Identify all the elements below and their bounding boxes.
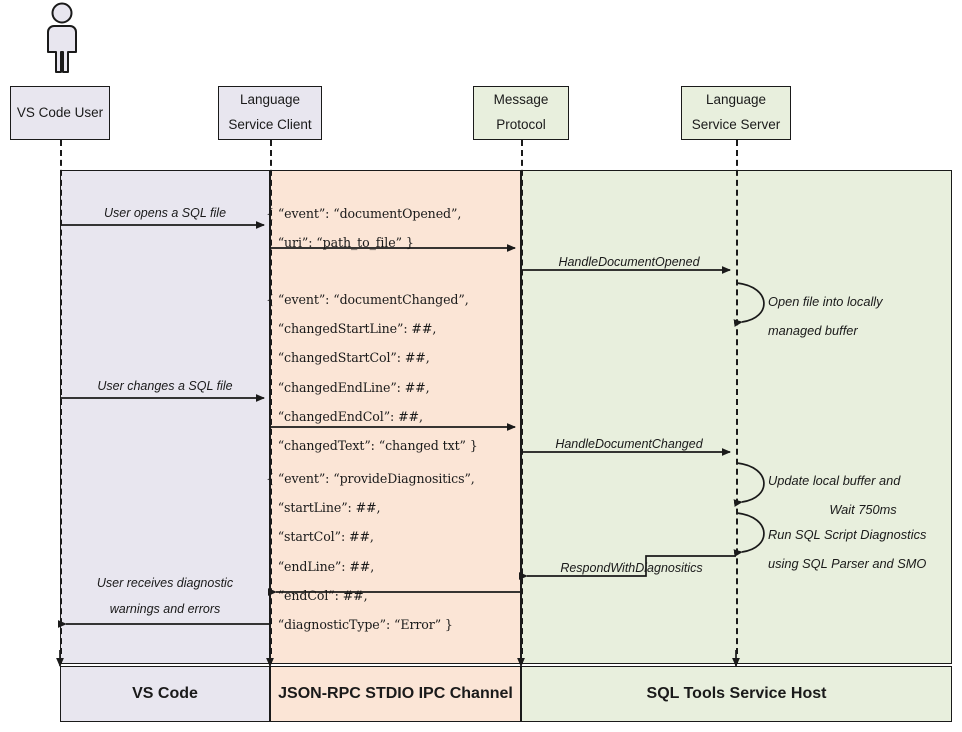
person-icon xyxy=(47,2,77,73)
lifeline-vs-code-user xyxy=(60,140,62,664)
note-update-buffer: Update local buffer and Wait 750ms xyxy=(768,467,958,525)
participant-label-line1: VS Code User xyxy=(16,104,104,120)
lifeline-language-service-server xyxy=(736,140,738,664)
participant-label-line1: Language xyxy=(239,92,301,108)
self-loop-open-file xyxy=(733,282,765,327)
lifeline-language-service-client xyxy=(270,140,272,664)
label-handle-document-changed: HandleDocumentChanged xyxy=(555,437,703,451)
participant-language-service-server: Language Service Server xyxy=(681,86,791,140)
participant-language-service-client: Language Service Client xyxy=(218,86,322,140)
note-open-file: Open file into locally managed buffer xyxy=(768,288,958,346)
label-line2: warnings and errors xyxy=(109,602,221,617)
json-document-opened: { “event”: “documentOpened”, “uri”: “pat… xyxy=(266,206,462,251)
participant-label-line1: Language xyxy=(705,92,767,108)
note-line1: Update local buffer and xyxy=(768,473,901,488)
note-line2: managed buffer xyxy=(768,322,858,338)
band-vs-code xyxy=(60,170,270,664)
note-line1: Open file into locally xyxy=(768,294,883,309)
footer-service-host: SQL Tools Service Host xyxy=(521,666,952,722)
participant-vs-code-user: VS Code User xyxy=(10,86,110,140)
label-respond-with-diagnostics: RespondWithDiagnositics xyxy=(560,561,703,575)
label-user-opens-sql-file: User opens a SQL file xyxy=(62,200,268,226)
participant-message-protocol: Message Protocol xyxy=(473,86,569,140)
label-handle-document-opened: HandleDocumentOpened xyxy=(558,255,700,269)
participant-label-line2: Service Client xyxy=(228,117,312,132)
participant-label-line2: Service Server xyxy=(691,117,781,132)
self-loop-update-buffer xyxy=(733,462,765,507)
label-line1: User opens a SQL file xyxy=(103,206,227,220)
note-line2: Wait 750ms xyxy=(829,501,897,517)
json-provide-diagnostics: { “event”: “provideDiagnositics”, “start… xyxy=(266,471,475,633)
lifeline-message-protocol xyxy=(521,140,523,664)
self-loop-run-diagnostics xyxy=(733,512,765,557)
note-line1: Run SQL Script Diagnostics xyxy=(768,527,927,542)
footer-ipc-channel: JSON-RPC STDIO IPC Channel xyxy=(270,666,521,722)
note-line2: using SQL Parser and SMO xyxy=(768,555,927,571)
label-user-receives-diagnostics: User receives diagnostic warnings and er… xyxy=(62,570,268,623)
footer-vs-code: VS Code xyxy=(60,666,270,722)
json-document-changed: { “event”: “documentChanged”, “changedSt… xyxy=(266,292,478,454)
band-ipc-channel xyxy=(270,170,521,664)
participant-label-line1: Message xyxy=(493,92,549,108)
arrow-respond-with-diagnostics xyxy=(519,555,736,580)
label-line1: User changes a SQL file xyxy=(97,379,233,393)
label-user-changes-sql-file: User changes a SQL file xyxy=(62,373,268,399)
label-line1: User receives diagnostic xyxy=(96,576,234,590)
participant-label-line2: Protocol xyxy=(496,117,546,132)
note-run-diagnostics: Run SQL Script Diagnostics using SQL Par… xyxy=(768,521,962,579)
